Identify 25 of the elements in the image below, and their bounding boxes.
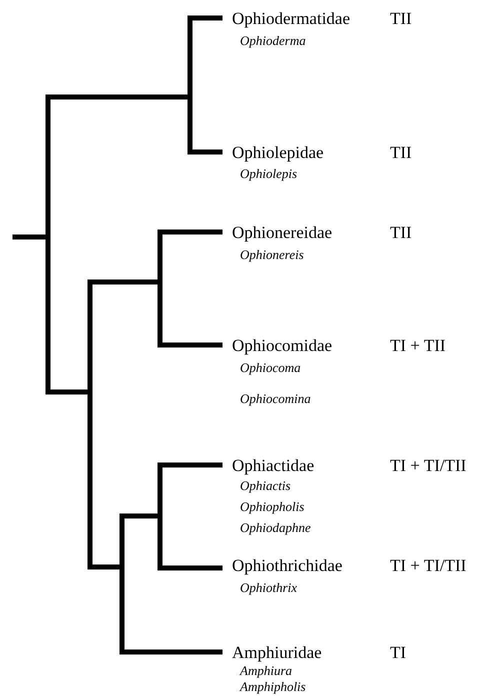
family-name: Ophionereidae: [232, 224, 332, 240]
type-label: TI: [390, 644, 406, 660]
type-label: TII: [390, 10, 412, 26]
genus-name: Ophiactis: [240, 478, 291, 492]
genus-name: Ophiopholis: [240, 500, 304, 512]
family-name: Ophiothrichidae: [232, 556, 342, 574]
type-label: TI + TI/TII: [390, 456, 466, 474]
family-name: Ophiolepidae: [232, 144, 324, 160]
genus-name: Amphiura: [240, 664, 292, 676]
genus-name: Ophiolepis: [240, 166, 298, 180]
genus-name: Ophiocoma: [240, 360, 301, 374]
type-label: TII: [390, 144, 412, 160]
genus-name: Ophiothrix: [240, 580, 298, 594]
genus-name: Ophiodaphne: [240, 520, 311, 534]
genus-name: Ophioderma: [240, 34, 306, 46]
type-label: TII: [390, 224, 412, 240]
type-label: TI + TI/TII: [390, 556, 466, 574]
genus-name: Ophionereis: [240, 248, 304, 260]
genus-name: Amphipholis: [240, 680, 306, 692]
family-name: Ophiodermatidae: [232, 10, 350, 26]
family-name: Ophiocomidae: [232, 336, 332, 354]
genus-name: Ophiocomina: [240, 392, 311, 404]
family-name: Ophiactidae: [232, 456, 314, 474]
family-name: Amphiuridae: [232, 644, 322, 660]
type-label: TI + TII: [390, 336, 446, 354]
